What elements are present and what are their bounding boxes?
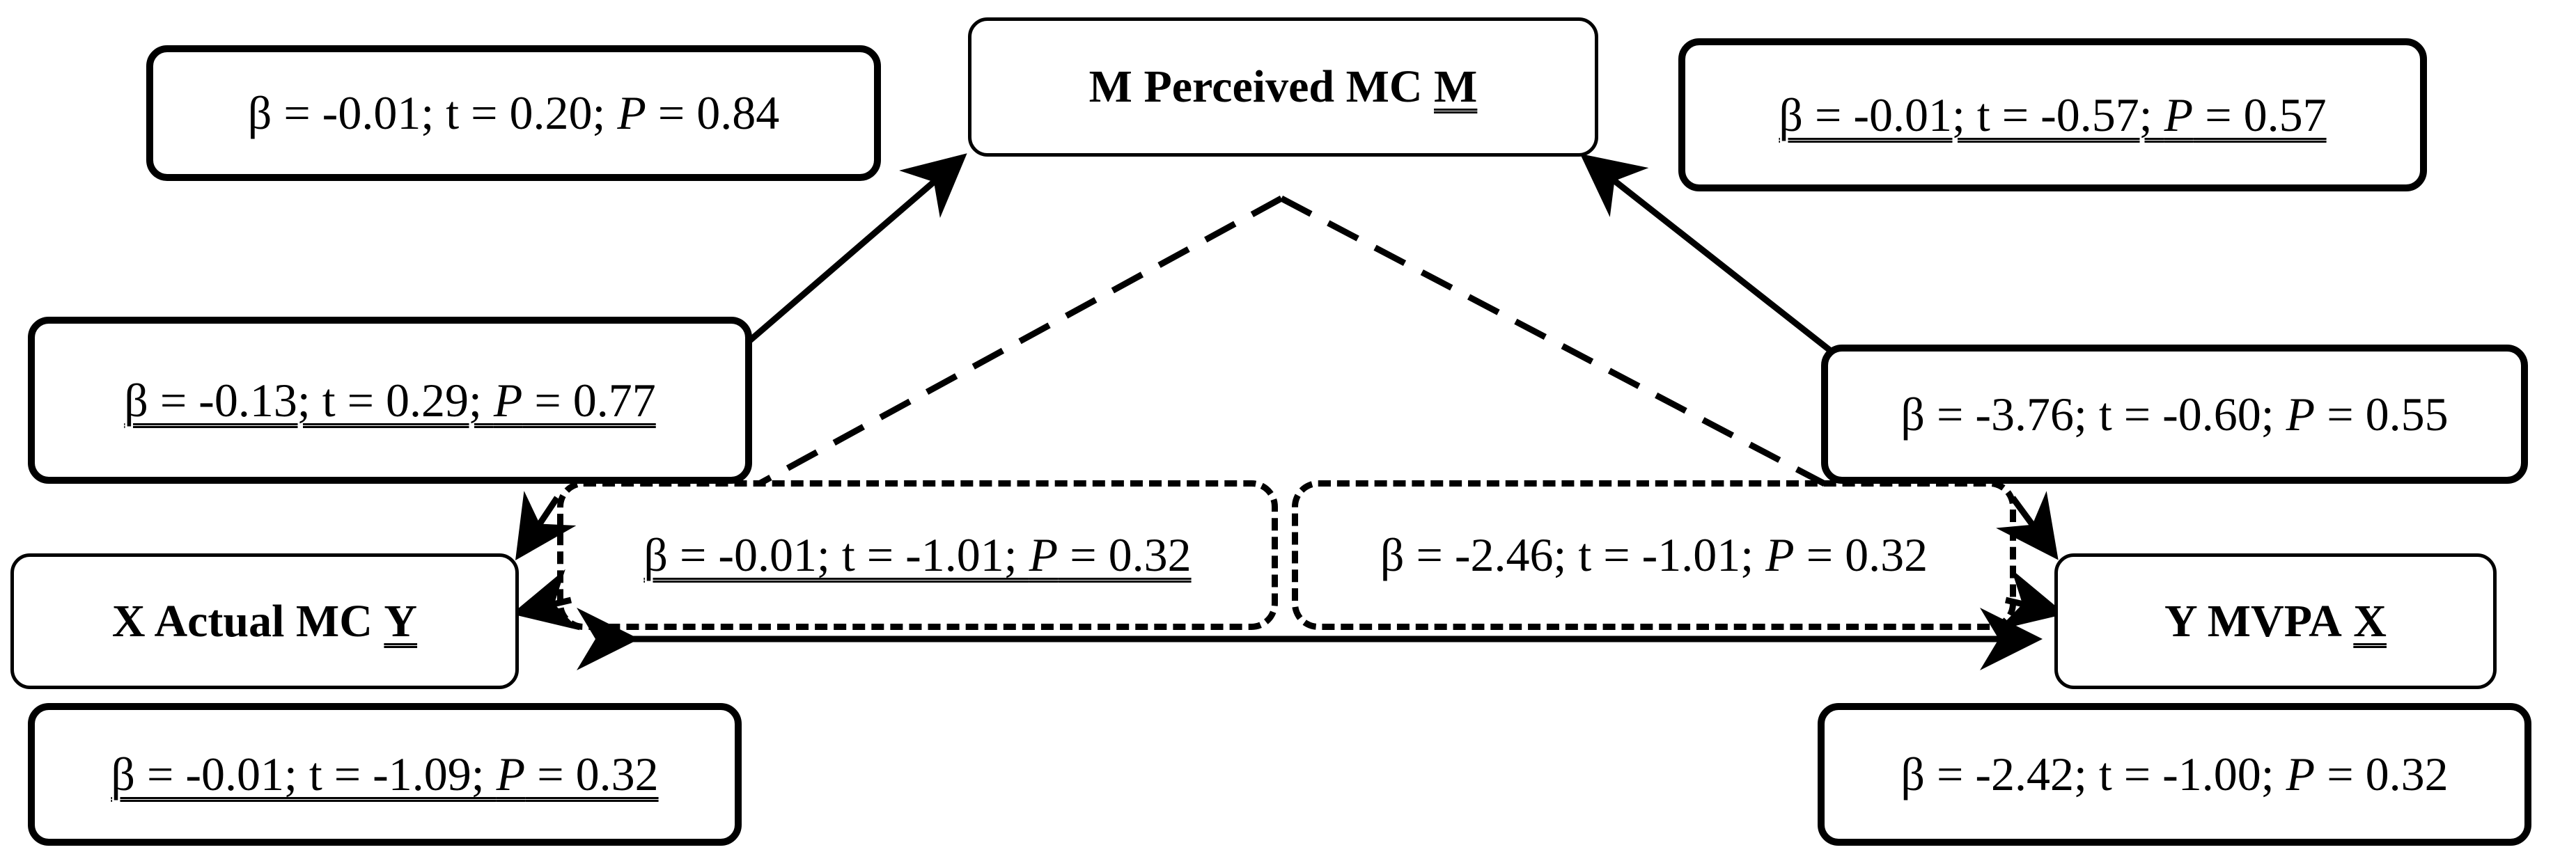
arrow-into-x-upper xyxy=(515,491,577,560)
stat-box-mid-right: β = -3.76; t = -0.60; P = 0.55 xyxy=(1821,345,2528,484)
stat-text: β = -0.01; t = -1.09; P = 0.32 xyxy=(111,748,659,800)
node-y-mvpa: Y MVPA X xyxy=(2054,553,2497,689)
stat-text: β = -2.42; t = -1.00; P = 0.32 xyxy=(1900,748,2449,800)
stat-text: β = -0.01; t = -0.57; P = 0.57 xyxy=(1779,88,2327,141)
indirect-effect-left-box: β = -0.01; t = -1.01; P = 0.32 xyxy=(557,480,1278,630)
indirect-effect-left-label: β = -0.01; t = -1.01; P = 0.32 xyxy=(643,528,1192,581)
stat-text: β = -3.76; t = -0.60; P = 0.55 xyxy=(1900,387,2449,441)
dashed-indirect-left xyxy=(757,196,1283,487)
stat-box-top-left: β = -0.01; t = 0.20; P = 0.84 xyxy=(146,45,881,181)
node-x-actual-mc: X Actual MC Y xyxy=(10,553,519,689)
stat-box-mid-left: β = -0.13; t = 0.29; P = 0.77 xyxy=(28,317,752,484)
indirect-effect-right-label: β = -2.46; t = -1.01; P = 0.32 xyxy=(1380,528,1928,581)
node-mediator-perceived-mc: M Perceived MC M xyxy=(968,17,1598,157)
dashed-indirect-right xyxy=(1279,196,1827,487)
arrow-into-y-upper xyxy=(1996,491,2059,560)
arrow-x-to-m xyxy=(743,153,967,347)
stat-box-top-right: β = -0.01; t = -0.57; P = 0.57 xyxy=(1678,38,2427,191)
stat-text: β = -0.13; t = 0.29; P = 0.77 xyxy=(124,373,656,427)
stat-text: β = -0.01; t = 0.20; P = 0.84 xyxy=(247,86,780,139)
stat-box-bottom-right: β = -2.42; t = -1.00; P = 0.32 xyxy=(1818,703,2531,846)
stat-box-bottom-left: β = -0.01; t = -1.09; P = 0.32 xyxy=(28,703,742,846)
arrow-y-to-m xyxy=(1579,153,1834,354)
indirect-effect-right-box: β = -2.46; t = -1.01; P = 0.32 xyxy=(1292,480,2016,630)
